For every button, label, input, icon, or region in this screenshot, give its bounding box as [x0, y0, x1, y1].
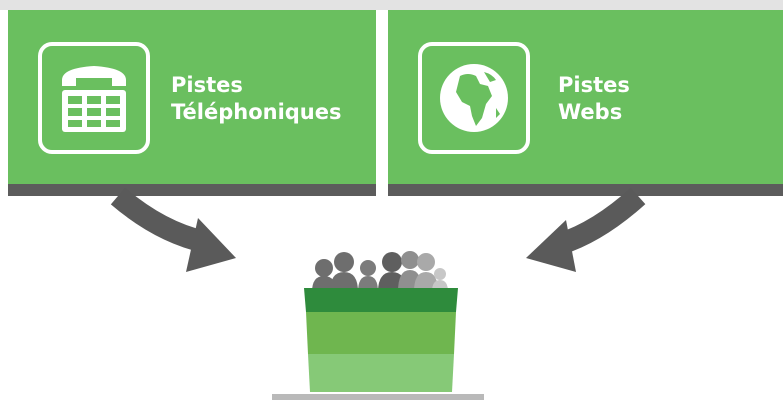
- web-leads-label: Pistes Webs: [558, 72, 630, 126]
- globe-icon: [418, 42, 530, 154]
- panel-phone-shadow: [8, 184, 376, 196]
- panel-web-leads: Pistes Webs: [388, 10, 783, 188]
- panel-phone-leads: Pistes Téléphoniques: [8, 10, 376, 188]
- arrow-right: [526, 187, 646, 272]
- phone-leads-line2: Téléphoniques: [171, 100, 342, 124]
- telephone-icon: [38, 42, 150, 154]
- phone-leads-label: Pistes Téléphoniques: [171, 72, 342, 126]
- basket-body: [304, 288, 458, 392]
- people-group: [312, 251, 448, 292]
- basket-base: [272, 394, 484, 400]
- web-leads-line2: Webs: [558, 100, 623, 124]
- top-strip: [0, 0, 783, 10]
- arrow-left: [110, 187, 236, 272]
- lead-basket: [272, 251, 484, 400]
- web-leads-line1: Pistes: [558, 73, 630, 97]
- panel-web-shadow: [388, 184, 783, 196]
- phone-leads-line1: Pistes: [171, 73, 243, 97]
